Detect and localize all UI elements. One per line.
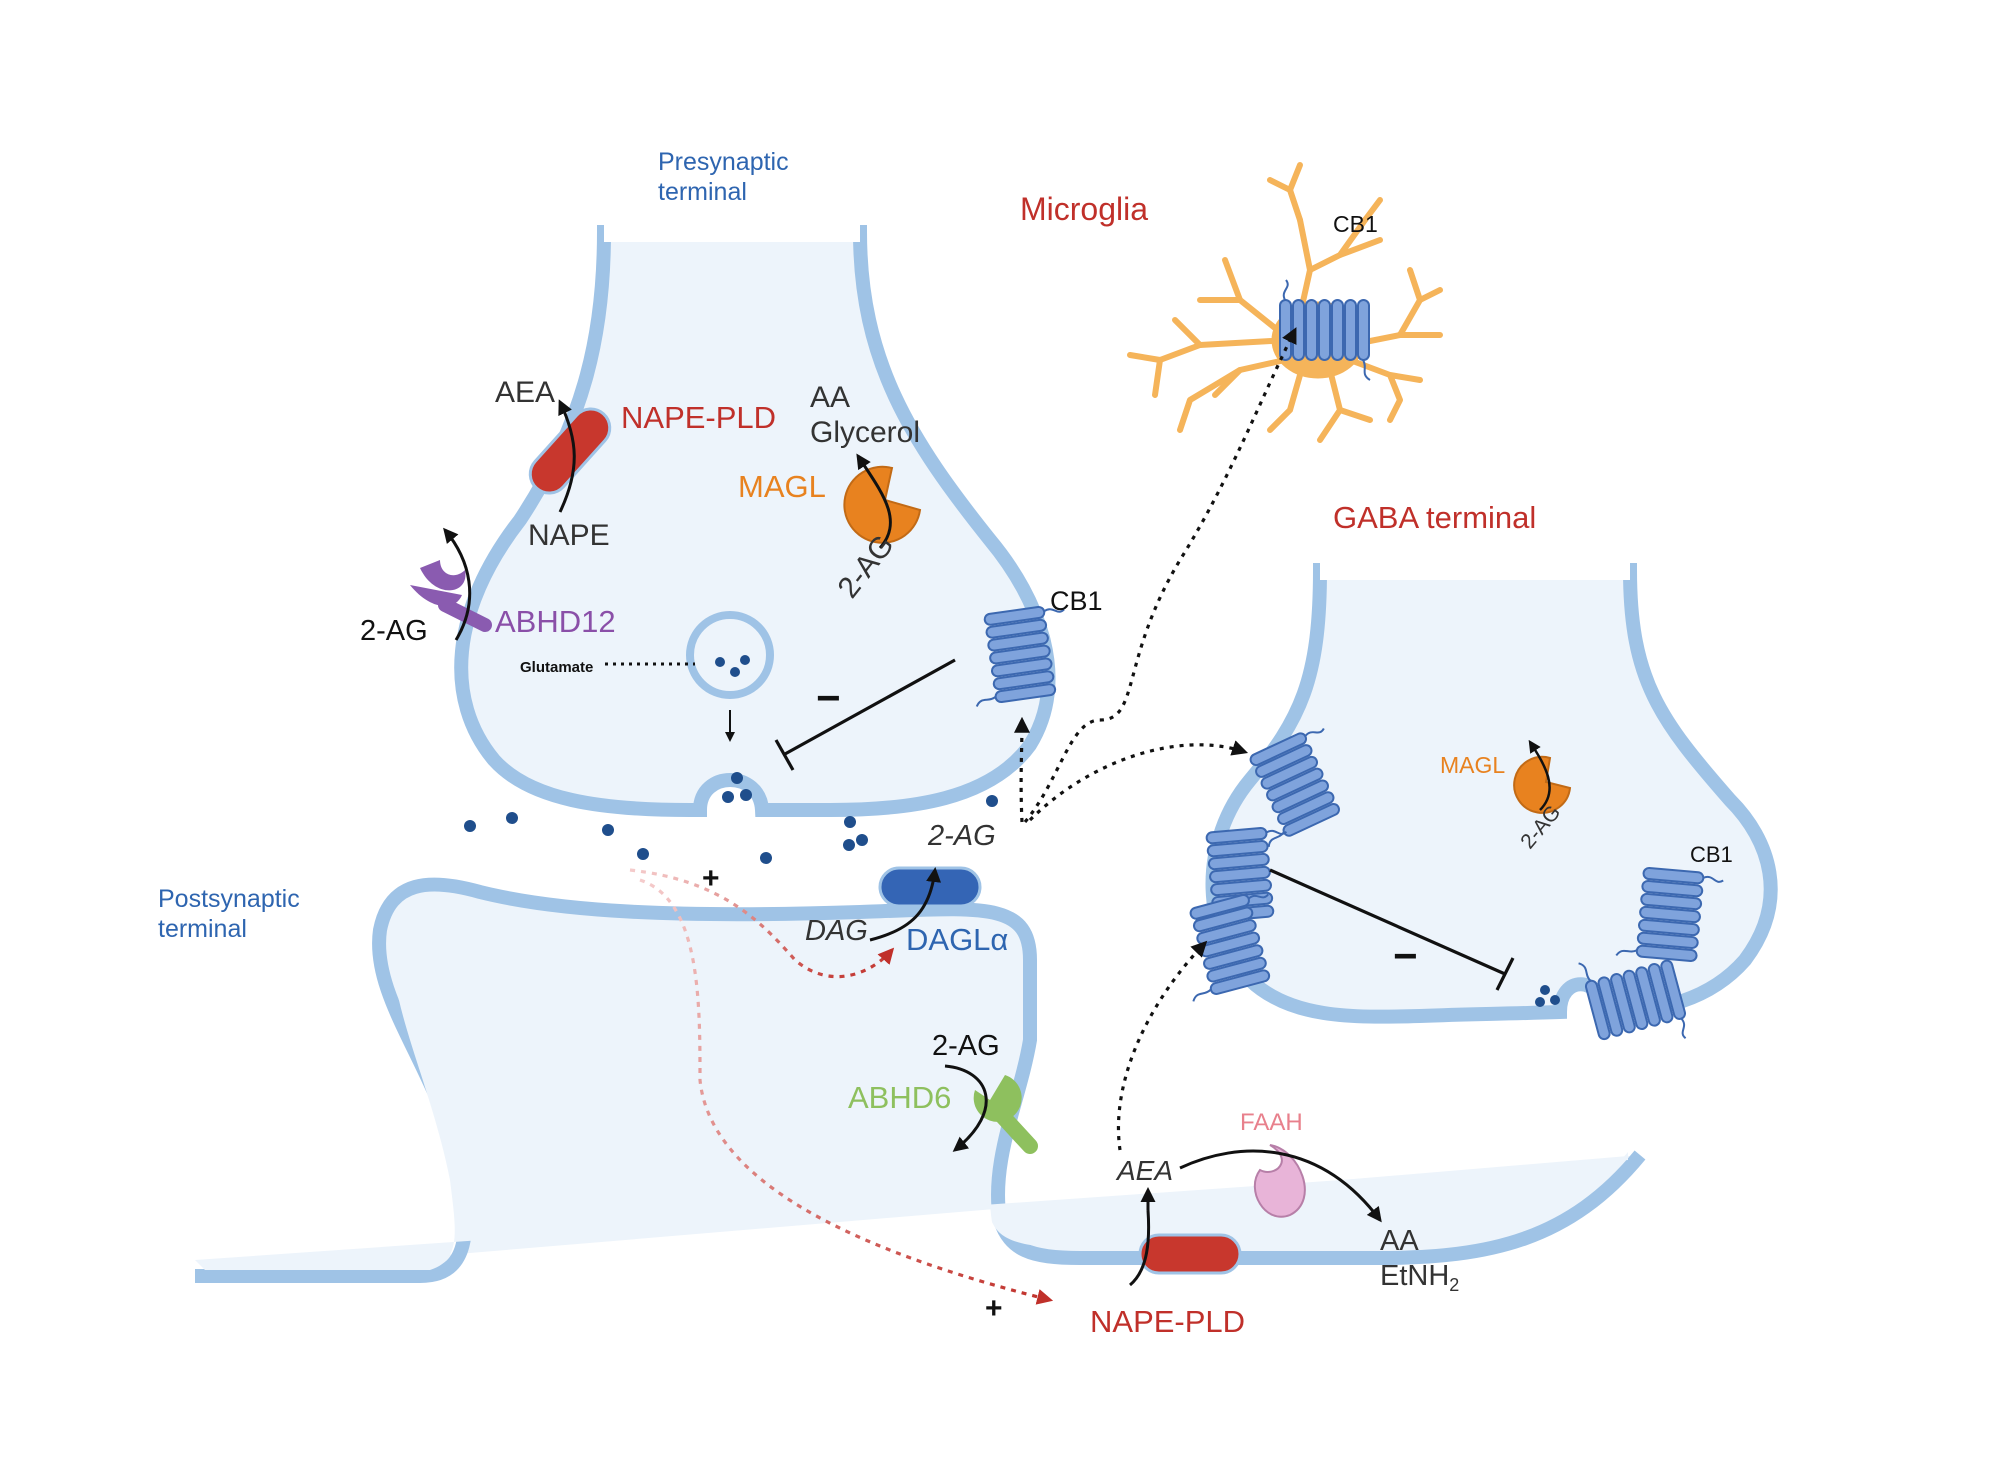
presynaptic-label-line2: terminal <box>658 178 747 206</box>
gaba-cb1-label: CB1 <box>1690 842 1733 867</box>
plus-sign-1: + <box>702 862 720 895</box>
pre-glycerol-label: Glycerol <box>810 416 920 449</box>
faah-label: FAAH <box>1240 1109 1303 1136</box>
pre-aa-label: AA <box>810 381 850 414</box>
gaba-minus-sign: − <box>1393 932 1418 979</box>
postsynaptic-label-line1: Postsynaptic <box>158 885 300 913</box>
synaptic-vesicle-icon <box>686 611 774 699</box>
gaba-terminal-label: GABA terminal <box>1333 500 1536 535</box>
postsynaptic-terminal <box>195 877 1646 1283</box>
pre-aea-label: AEA <box>495 376 555 409</box>
post-aa-label: AA <box>1380 1225 1419 1257</box>
gaba-magl-enzyme-icon <box>1513 755 1572 814</box>
pre-cb1-label: CB1 <box>1050 586 1103 616</box>
abhd6-label: ABHD6 <box>848 1080 951 1115</box>
dagla-label: DAGLα <box>906 922 1008 957</box>
abhd6-2ag-label: 2-AG <box>932 1030 1000 1062</box>
pre-abhd12-2ag-label: 2-AG <box>360 615 428 647</box>
post-nape-pld-enzyme <box>1138 1233 1242 1275</box>
cleft-2ag-label: 2-AG <box>927 820 996 852</box>
presynaptic-label-line1: Presynaptic <box>658 148 789 176</box>
abhd12-label: ABHD12 <box>495 604 616 639</box>
magl-enzyme-icon <box>843 465 922 544</box>
gaba-magl-label: MAGL <box>1440 752 1505 778</box>
pre-minus-sign: − <box>816 674 841 721</box>
pre-nape-pld-label: NAPE-PLD <box>621 400 776 435</box>
pre-nape-label: NAPE <box>528 519 610 552</box>
microglia-cb1-label: CB1 <box>1333 211 1378 237</box>
glutamate-release-dots <box>464 772 998 864</box>
faah-enzyme-icon <box>1253 1144 1306 1218</box>
dagla-enzyme <box>878 866 982 908</box>
abhd12-enzyme-icon <box>410 560 492 632</box>
microglia-label: Microglia <box>1020 191 1148 227</box>
glutamate-label: Glutamate <box>520 659 593 676</box>
postsynaptic-label-line2: terminal <box>158 915 247 943</box>
etnh2-subscript: 2 <box>1449 1275 1459 1295</box>
pre-magl-label: MAGL <box>738 469 826 504</box>
plus-sign-2: + <box>985 1292 1003 1325</box>
etnh2-main: EtNH <box>1380 1260 1449 1292</box>
post-aea-label: AEA <box>1115 1155 1173 1186</box>
post-nape-pld-label: NAPE-PLD <box>1090 1304 1245 1339</box>
etnh2-label: EtNH2 <box>1380 1260 1459 1295</box>
pre-nape-pld-enzyme <box>528 407 612 495</box>
dag-label: DAG <box>805 915 868 947</box>
